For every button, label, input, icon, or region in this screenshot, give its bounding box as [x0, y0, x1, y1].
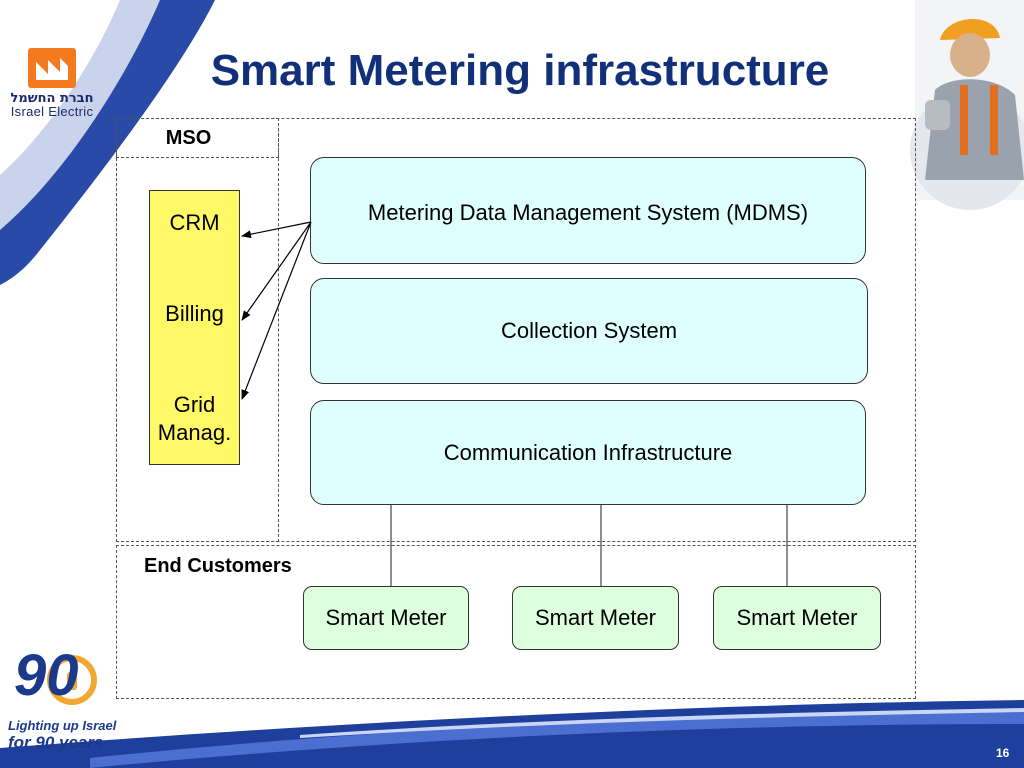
iec-logo-mark-icon [36, 58, 68, 80]
worker-photo [910, 0, 1024, 210]
mdms-label: Metering Data Management System (MDMS) [367, 200, 809, 225]
smart-meter-1-label: Smart Meter [325, 605, 447, 630]
bottom-band-highlight [90, 712, 1024, 768]
smart-meter-3-label: Smart Meter [736, 605, 858, 630]
collection-system-box: Collection System [310, 278, 868, 384]
billing-box: Billing [149, 280, 240, 359]
iec-logo [28, 48, 76, 88]
bottom-band-shine [300, 708, 1024, 738]
page-number: 16 [996, 746, 1010, 760]
communication-infrastructure-label: Communication Infrastructure [443, 439, 733, 465]
end-customers-area [116, 545, 916, 699]
smart-meter-3: Smart Meter [713, 586, 881, 650]
page-title: Smart Metering infrastructure [210, 46, 830, 95]
anniversary-line-2: for 90 years [8, 733, 104, 752]
collection-system-label: Collection System [500, 318, 678, 343]
company-name-english: Israel Electric [10, 104, 94, 119]
mso-label: MSO [165, 127, 212, 149]
communication-infrastructure-box: Communication Infrastructure [310, 400, 866, 505]
anniversary-logo: 90 [14, 643, 104, 724]
end-customers-label: End Customers [144, 555, 292, 577]
grid-management-label: Grid Manag. [157, 392, 232, 445]
company-name-hebrew: חברת החשמל [10, 91, 94, 106]
smart-meter-2: Smart Meter [512, 586, 679, 650]
billing-label: Billing [165, 301, 224, 326]
anniversary-number: 90 [14, 643, 79, 708]
mso-header-cell [116, 118, 279, 158]
smart-meter-2-label: Smart Meter [534, 605, 657, 630]
lightbulb-icon [47, 655, 97, 705]
crm-label: CRM [169, 210, 220, 235]
mdms-box: Metering Data Management System (MDMS) [310, 157, 866, 264]
crm-box: CRM [149, 190, 240, 281]
smart-meter-1: Smart Meter [303, 586, 469, 650]
anniversary-line-1: Lighting up Israel [8, 718, 117, 733]
grid-management-box: Grid Manag. [149, 358, 240, 465]
